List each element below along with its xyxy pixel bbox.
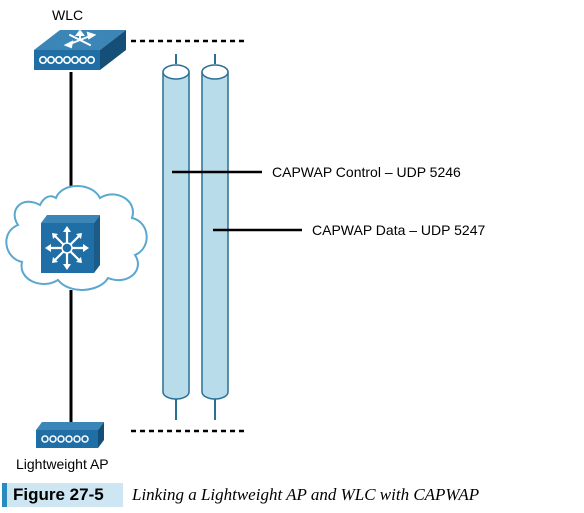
capwap-data-tunnel [201, 64, 229, 400]
multilayer-switch-icon [41, 215, 100, 273]
capwap-control-tunnel [162, 64, 190, 400]
figure-number: Figure 27-5 [2, 483, 123, 507]
access-point-icon [36, 422, 104, 448]
figure-caption-text: Linking a Lightweight AP and WLC with CA… [132, 485, 480, 504]
wlc-label: WLC [52, 7, 83, 23]
figure-caption: Figure 27-5 Linking a Lightweight AP and… [0, 481, 584, 511]
capwap-data-label: CAPWAP Data – UDP 5247 [312, 222, 485, 238]
wireless-lan-controller-icon [34, 29, 126, 70]
ap-label: Lightweight AP [16, 456, 109, 472]
capwap-control-label: CAPWAP Control – UDP 5246 [272, 164, 461, 180]
